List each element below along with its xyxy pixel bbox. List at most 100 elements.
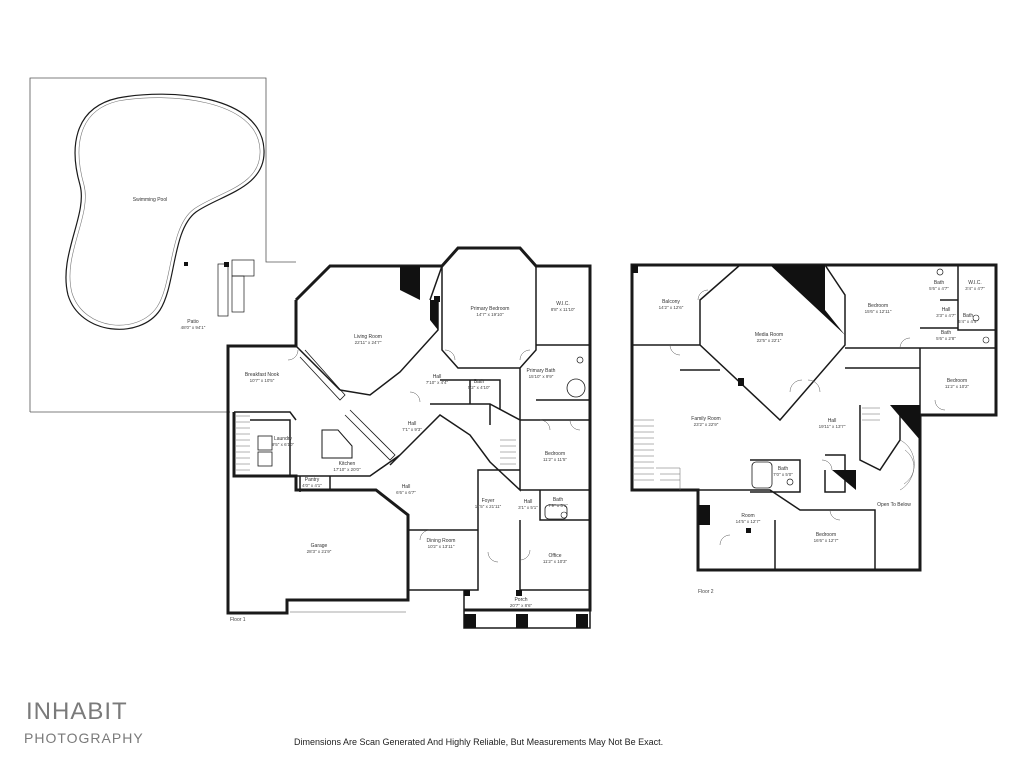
room-dimensions: 7'9" x 5'1": [548, 503, 568, 508]
room-name: Hall: [942, 307, 951, 313]
room-name: Bedroom: [868, 303, 888, 309]
logo-line-1: INHABIT: [26, 698, 128, 725]
porch-post: [464, 614, 476, 628]
room-dimensions: 15'6" x 12'11": [865, 309, 892, 314]
room-name: W.I.C.: [556, 301, 570, 307]
patio-outline: [29, 77, 296, 412]
floor-1-label: Floor 1: [230, 617, 246, 623]
room-name: Bath: [553, 497, 564, 503]
bath-tub: [544, 504, 568, 520]
floor-2-column: [832, 470, 856, 490]
room-name: Bath: [941, 330, 952, 336]
room-dimensions: 3'3" x 4'7": [936, 313, 956, 318]
room-dimensions: 14'7" x 19'10": [476, 312, 504, 317]
room-name: Media Room: [755, 332, 783, 338]
room-dimensions: 11'2" x 11'5": [543, 457, 567, 462]
room-label-pool: Swimming Pool: [133, 197, 167, 203]
floor-2-column: [890, 405, 920, 440]
floor-2-interior-wall: [632, 264, 996, 570]
primary-sink: [576, 356, 584, 364]
room-dimensions: 10'2" x 13'11": [428, 544, 455, 549]
room-name: Family Room: [691, 416, 720, 422]
room-name: Bedroom: [545, 451, 565, 457]
room-dimensions: 11'5" x 21'11": [475, 504, 502, 509]
room-dimensions: 11'2" x 10'2": [945, 384, 970, 389]
room-dimensions: 11'2" x 10'3": [543, 559, 568, 564]
room-name: Balcony: [662, 299, 680, 305]
media-room-column: [770, 265, 845, 335]
room-dimensions: 6'6" x 6'7": [396, 490, 416, 495]
room-dimensions: 7'10" x 4'4": [426, 380, 449, 385]
floor-2-post: [746, 528, 751, 533]
room-name: Swimming Pool: [133, 197, 167, 203]
room-dimensions: 3'4" x 4'7": [965, 286, 985, 291]
floor-2-sink: [786, 478, 794, 486]
room-name: Room: [741, 513, 754, 519]
room-name: Hall: [524, 499, 533, 505]
laundry-appliance: [257, 451, 273, 467]
room-name: Hall: [828, 418, 837, 424]
room-name: Hall: [408, 421, 417, 427]
room-name: Patio: [187, 319, 199, 325]
patio-post: [224, 262, 229, 267]
porch-post: [576, 614, 588, 628]
floor-1-interior-wall: [234, 265, 591, 629]
floor-1-column: [400, 266, 420, 300]
room-dimensions: 16'6" x 12'7": [814, 538, 839, 543]
room-dimensions: 5'4" x 4'4": [958, 319, 978, 324]
room-dimensions: 5'6" x 4'7": [929, 286, 949, 291]
room-name: W.I.C.: [968, 280, 982, 286]
floor-2-sink: [982, 336, 990, 344]
disclaimer-text: Dimensions Are Scan Generated And Highly…: [294, 737, 664, 747]
floor-2-label: Floor 2: [698, 589, 714, 595]
swimming-pool-outline: [65, 93, 265, 330]
room-dimensions: 10'7" x 10'5": [250, 378, 275, 383]
room-name: Bath: [474, 379, 485, 385]
room-name: Bath: [934, 280, 945, 286]
room-name: Hall: [433, 374, 442, 380]
room-name: Living Room: [354, 334, 382, 340]
porch-post: [516, 590, 522, 596]
kitchen-counter: [344, 409, 396, 461]
room-name: Porch: [514, 597, 527, 603]
room-dimensions: 9'5" x 6'10": [272, 442, 295, 447]
room-dimensions: 22'11" x 24'7": [355, 340, 382, 345]
room-dimensions: 14'5" x 12'7": [736, 519, 761, 524]
room-label-wic: W.I.C.8'8" x 11'10": [551, 301, 576, 312]
floor-2-sink: [936, 268, 944, 276]
room-name: Foyer: [482, 498, 495, 504]
swimming-pool-inner: [69, 97, 261, 326]
room-dimensions: 8'8" x 11'10": [551, 307, 576, 312]
room-dimensions: 14'2" x 12'6": [659, 305, 684, 310]
inhabit-photography-logo: INHABIT PHOTOGRAPHY: [24, 692, 148, 748]
room-name: Open To Below: [877, 502, 911, 508]
room-dimensions: 19'11" x 13'7": [819, 424, 846, 429]
patio-grill: [231, 259, 255, 277]
patio-lounger: [217, 263, 229, 317]
primary-tub: [566, 378, 586, 398]
floor-1-plan: [29, 77, 592, 629]
floor-2-toilet: [972, 314, 980, 322]
logo-line-2: PHOTOGRAPHY: [24, 730, 144, 746]
room-dimensions: 17'10" x 20'0": [333, 467, 361, 472]
